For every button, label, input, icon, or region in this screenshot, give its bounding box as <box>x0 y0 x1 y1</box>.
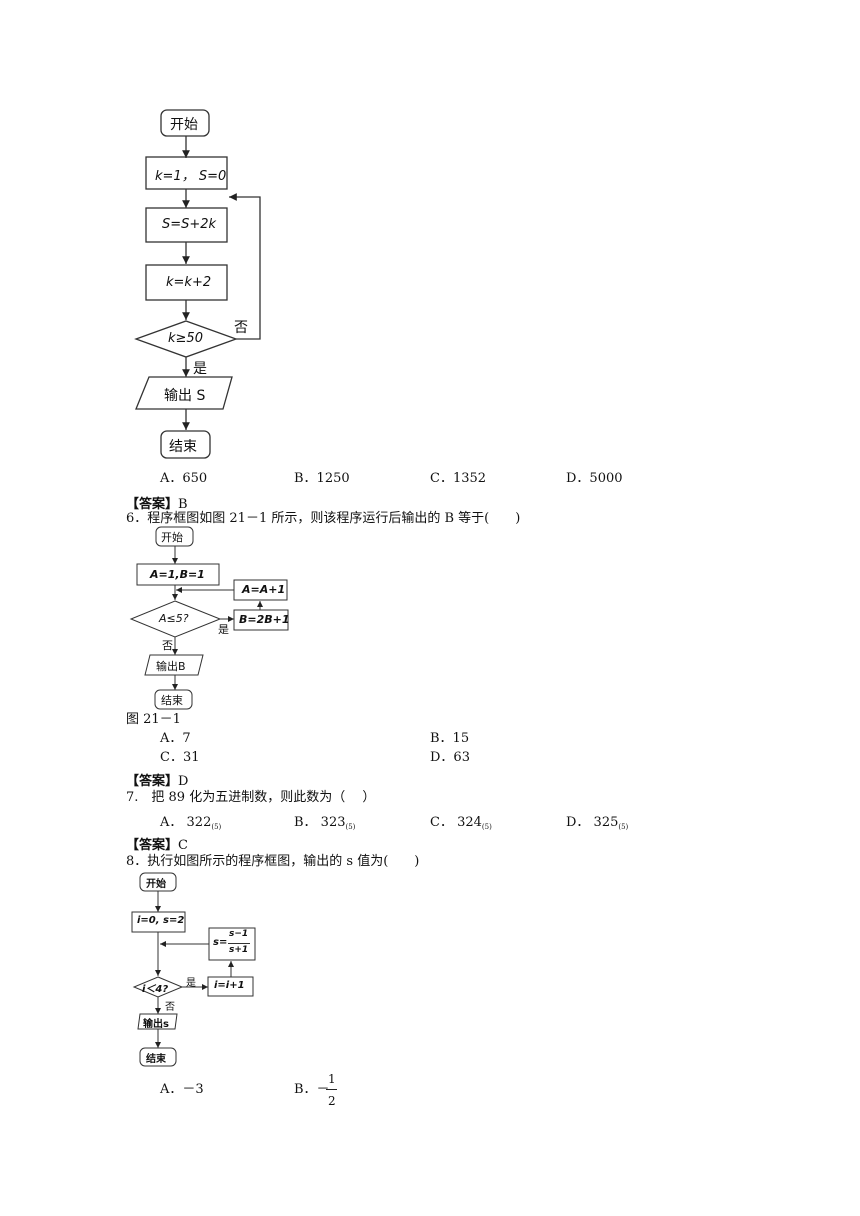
q8-stem: 8．执行如图所示的程序框图，输出的 s 值为( ) <box>126 854 420 869</box>
flow3-update-s-denominator: s+1 <box>229 945 249 955</box>
flow3-end-label: 结束 <box>146 1054 166 1065</box>
flow2-output-label: 输出B <box>156 660 186 673</box>
flow1-init-label: k=1， S=0 <box>155 169 227 184</box>
q7-option-a-text: A． 322 <box>160 815 212 830</box>
flow3-update-s-numerator: s−1 <box>229 929 249 939</box>
flow3-update-s-lhs: s= <box>213 937 228 948</box>
flow3-condition-label: i＜4? <box>142 984 169 995</box>
q7-option-c-base: (5) <box>481 823 492 831</box>
q6-stem: 6．程序框图如图 21－1 所示，则该程序运行后输出的 B 等于( ) <box>126 511 521 526</box>
flow1-step1-label: S=S+2k <box>162 217 217 232</box>
flow2-init-box <box>136 563 220 586</box>
flow2-update-b-box <box>233 609 289 631</box>
q8-option-b: B．－ <box>294 1082 330 1097</box>
q7-stem: 7. 把 89 化为五进制数，则此数为（ ） <box>126 790 376 805</box>
flow2-init-label: A=1,B=1 <box>150 568 205 581</box>
flow3-output-parallelogram <box>137 1013 178 1030</box>
q6-answer-value: D <box>178 774 189 789</box>
flow3-update-i-label: i=i+1 <box>214 980 245 991</box>
flow3-init-label: i=0, s=2 <box>137 915 185 926</box>
flow1-no-label: 否 <box>234 320 248 336</box>
q7-option-b: B． 323(5) <box>294 815 355 835</box>
q7-option-d-base: (5) <box>618 823 629 831</box>
flow2-condition-label: A≤5? <box>159 612 189 625</box>
flow1-end-terminal <box>160 430 211 459</box>
flow3-no-label: 否 <box>165 1002 175 1013</box>
q7-answer-label: 【答案】 <box>126 838 179 853</box>
flow3-end-terminal <box>139 1047 177 1067</box>
q7-answer: 【答案】C <box>126 834 188 853</box>
q6-option-a: A．7 <box>160 731 191 746</box>
q7-option-d: D． 325(5) <box>566 815 628 835</box>
flow1-yes-label: 是 <box>193 361 207 377</box>
flow3-output-label: 输出s <box>143 1019 169 1030</box>
q8-option-b-numerator: 1 <box>328 1072 336 1086</box>
flow2-end-terminal <box>154 689 193 710</box>
flow2-end-label: 结束 <box>161 694 183 707</box>
flow1-condition-label: k≥50 <box>168 331 203 346</box>
flow2-yes-label: 是 <box>218 623 229 636</box>
q8-option-a: A．－3 <box>160 1082 204 1097</box>
q7-option-b-text: B． 323 <box>294 815 346 830</box>
q8-option-b-denominator: 2 <box>328 1094 336 1108</box>
q6-option-c: C．31 <box>160 750 200 765</box>
q7-option-a-base: (5) <box>211 823 222 831</box>
q7-option-a: A． 322(5) <box>160 815 221 835</box>
flow1-output-parallelogram <box>135 376 233 410</box>
flow1-end-label: 结束 <box>169 439 197 455</box>
q7-answer-value: C <box>178 838 188 853</box>
flow2-no-label: 否 <box>162 639 173 652</box>
q5-answer-value: B <box>178 497 188 512</box>
q6-answer: 【答案】D <box>126 770 188 789</box>
q8-option-b-fraction-bar <box>326 1089 337 1090</box>
flow3-start-label: 开始 <box>146 879 166 890</box>
flow1-start-terminal <box>160 109 210 137</box>
flow1-output-label: 输出 S <box>164 388 206 404</box>
flow3-yes-label: 是 <box>186 978 196 989</box>
flow2-update-b-label: B=2B+1 <box>239 613 290 626</box>
q6-figure-caption: 图 21－1 <box>126 712 181 727</box>
flow2-update-a-label: A=A+1 <box>242 583 286 596</box>
q5-option-a: A．650 <box>160 471 208 486</box>
flow3-update-s-fraction-bar <box>228 943 250 944</box>
q7-option-c-text: C． 324 <box>430 815 482 830</box>
q7-option-b-base: (5) <box>345 823 356 831</box>
q7-option-d-text: D． 325 <box>566 815 619 830</box>
q6-answer-label: 【答案】 <box>126 774 179 789</box>
q5-answer-label: 【答案】 <box>126 497 179 512</box>
q5-option-c: C．1352 <box>430 471 487 486</box>
flow2-start-label: 开始 <box>161 531 183 544</box>
q6-option-b: B．15 <box>430 731 470 746</box>
flow1-step2-label: k=k+2 <box>166 275 212 290</box>
flow1-start-label: 开始 <box>170 117 198 133</box>
q7-option-c: C． 324(5) <box>430 815 492 835</box>
q5-option-d: D．5000 <box>566 471 623 486</box>
flow2-output-parallelogram <box>144 654 204 676</box>
q6-option-d: D．63 <box>430 750 470 765</box>
q5-option-b: B．1250 <box>294 471 350 486</box>
q5-answer: 【答案】B <box>126 493 188 512</box>
